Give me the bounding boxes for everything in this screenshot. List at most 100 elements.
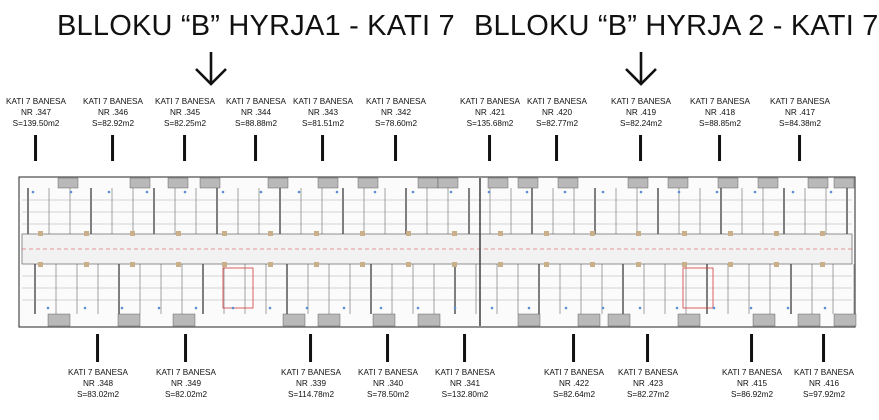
fixture-marker [453, 306, 457, 310]
leader-line [183, 135, 187, 161]
leader-line [646, 334, 650, 362]
unit-type: KATI 7 BANESA [527, 97, 587, 106]
fixture-marker [157, 306, 161, 310]
fixture-marker [373, 190, 377, 194]
leader-line [488, 135, 492, 161]
unit-area: S=82.24m2 [619, 119, 663, 128]
unit-type: KATI 7 BANESA [281, 368, 341, 377]
balcony-block [717, 177, 739, 189]
fixture-marker [194, 306, 198, 310]
fixture-marker [83, 306, 87, 310]
column [820, 231, 825, 236]
column [682, 262, 687, 267]
down-arrow-icon [625, 52, 657, 86]
balcony-block [357, 177, 379, 189]
balcony-block [557, 177, 579, 189]
column [406, 262, 411, 267]
fixture-marker [601, 306, 605, 310]
unit-type: KATI 7 BANESA [6, 97, 66, 106]
fixture-marker [449, 190, 453, 194]
balcony-block [797, 313, 821, 327]
fixture-marker [221, 190, 225, 194]
column [682, 231, 687, 236]
unit-type: KATI 7 BANESA [366, 97, 426, 106]
fixture-marker [69, 190, 73, 194]
unit-number: NR .339 [295, 379, 327, 388]
unit-type: KATI 7 BANESA [690, 97, 750, 106]
stair-core [682, 267, 714, 309]
leader-line [254, 135, 258, 161]
unit-type: KATI 7 BANESA [794, 368, 854, 377]
balcony-block [607, 313, 631, 327]
balcony-block [167, 177, 189, 189]
leader-line [463, 334, 467, 362]
unit-area: S=88.85m2 [698, 119, 742, 128]
unit-label-bottom: KATI 7 BANESA NR .422 S=82.64m2 [544, 334, 604, 400]
unit-number: NR .343 [307, 108, 339, 117]
balcony-block [317, 313, 341, 327]
column [590, 262, 595, 267]
stair-core [222, 267, 254, 309]
column [360, 262, 365, 267]
fixture-marker [231, 306, 235, 310]
fixture-marker [145, 190, 149, 194]
balcony-block [282, 313, 306, 327]
fixture-marker [786, 306, 790, 310]
balcony-block [677, 313, 701, 327]
unit-type: KATI 7 BANESA [460, 97, 520, 106]
leader-line [555, 135, 559, 161]
leader-line [718, 135, 722, 161]
column [544, 262, 549, 267]
unit-label-top: KATI 7 BANESA NR .421 S=135.68m2 [460, 96, 520, 161]
balcony-block [47, 313, 71, 327]
unit-label-top: KATI 7 BANESA NR .419 S=82.24m2 [611, 96, 671, 161]
unit-type: KATI 7 BANESA [83, 97, 143, 106]
column [636, 262, 641, 267]
balcony-block [487, 177, 509, 189]
unit-label-bottom: KATI 7 BANESA NR .341 S=132.80m2 [435, 334, 495, 400]
balcony-block [833, 313, 857, 327]
fixture-marker [335, 190, 339, 194]
fixture-marker [183, 190, 187, 194]
unit-type: KATI 7 BANESA [722, 368, 782, 377]
unit-area: S=82.77m2 [535, 119, 579, 128]
column [360, 231, 365, 236]
fixture-marker [715, 190, 719, 194]
leader-line [96, 334, 100, 362]
unit-number: NR .417 [784, 108, 816, 117]
fixture-marker [829, 190, 833, 194]
column [268, 231, 273, 236]
balcony-block [517, 177, 539, 189]
fixture-marker [268, 306, 272, 310]
unit-area: S=139.50m2 [12, 119, 60, 128]
balcony-block [199, 177, 221, 189]
leader-line [750, 334, 754, 362]
column [498, 262, 503, 267]
fixture-marker [297, 190, 301, 194]
unit-label-top: KATI 7 BANESA NR .344 S=88.88m2 [226, 96, 286, 161]
unit-label-top: KATI 7 BANESA NR .343 S=81.51m2 [293, 96, 353, 161]
column [130, 262, 135, 267]
floor-plan [18, 176, 857, 328]
fixture-marker [564, 306, 568, 310]
unit-number: NR .348 [82, 379, 114, 388]
fixture-marker [823, 306, 827, 310]
column [728, 231, 733, 236]
fixture-marker [791, 190, 795, 194]
unit-label-top: KATI 7 BANESA NR .346 S=82.92m2 [83, 96, 143, 161]
column [498, 231, 503, 236]
balcony-block [129, 177, 151, 189]
column [728, 262, 733, 267]
title-entrance-2: BLLOKU “B” HYRJA 2 - KATI 7 [474, 10, 879, 42]
unit-label-bottom: KATI 7 BANESA NR .423 S=82.27m2 [618, 334, 678, 400]
balcony-block [267, 177, 289, 189]
balcony-block [172, 313, 196, 327]
unit-label-bottom: KATI 7 BANESA NR .415 S=86.92m2 [722, 334, 782, 400]
column [452, 262, 457, 267]
column [406, 231, 411, 236]
leader-line [639, 135, 643, 161]
unit-number: NR .349 [170, 379, 202, 388]
unit-label-top: KATI 7 BANESA NR .420 S=82.77m2 [527, 96, 587, 161]
fixture-marker [342, 306, 346, 310]
column [38, 262, 43, 267]
